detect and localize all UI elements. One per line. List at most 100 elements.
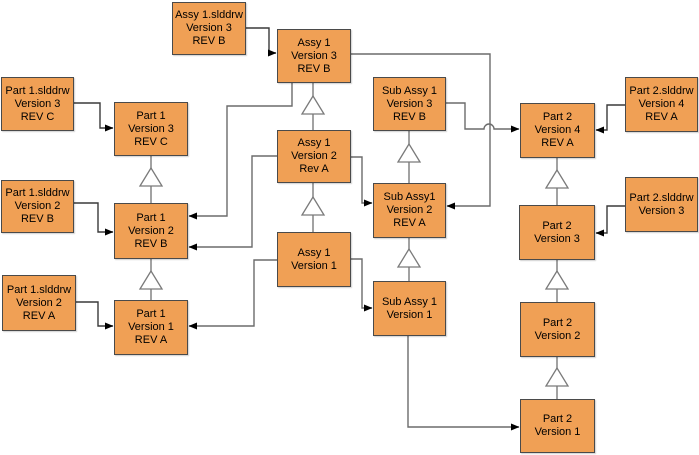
edge-assy1-v3-to-part1-v2 [188,83,293,220]
version-link-part1-v3-v2 [138,156,164,203]
node-part2-v2: Part 2 Version 2 [520,302,595,357]
node-line: Part 1 [136,211,166,224]
node-line: Part 2.slddrw [629,85,694,97]
branch-triangle-icon [396,247,422,268]
node-assy1-drawing-v3: Assy 1.slddrw Version 3 REV B [172,2,246,55]
node-line: Part 1.slddrw [5,187,70,199]
branch-triangle-icon [544,269,570,290]
node-line: REV B [20,213,54,225]
version-link-assy1-v3-v2 [300,83,326,130]
node-assy1-v2: Assy 1 Version 2 Rev A [277,130,351,183]
node-line: Version 2 [534,329,581,342]
version-link-assy1-v2-v1 [300,183,326,232]
node-line: Version 2 [16,296,62,309]
node-line: REV C [20,110,55,123]
edge-part2-drawing-v4-to-part2-v4 [595,104,625,134]
edge-subassy1-v3-to-part2-v4 [446,102,520,133]
node-line: Version 3 [638,204,685,217]
branch-triangle-icon [544,168,570,189]
node-line: Version 2 [291,150,337,162]
node-line: Part 1.slddrw [6,283,72,296]
node-line: REV A [22,309,56,322]
node-line: REV A [541,137,574,149]
node-part1-v1: Part 1 Version 1 REV A [114,300,188,355]
node-line: Part 1 [136,308,166,320]
node-part2-v1: Part 2 Version 1 [520,399,595,453]
node-line: Version 1 [128,321,174,333]
node-assy1-v3: Assy 1 Version 3 REV B [277,29,351,83]
node-line: Assy 1 [297,36,331,49]
node-line: Part 1 [136,109,166,122]
node-line: Part 2 [542,316,573,329]
node-line: Part 2 [542,219,572,232]
node-line: Version 2 [128,224,174,237]
version-link-part2-v3-v2 [544,260,570,302]
node-part2-v3: Part 2 Version 3 [519,205,595,260]
edge-assy1-v2-to-part1-v2 [188,155,277,251]
node-line: Sub Assy 1 [381,84,438,97]
edge-assy1-v1-to-subassy1-v1 [351,258,373,312]
node-line: Part 1.slddrw [5,84,70,97]
node-part1-drawing-v2-revb: Part 1.slddrw Version 2 REV B [1,180,74,233]
branch-triangle-icon [544,366,570,387]
node-line: REV B [134,237,168,250]
branch-triangle-icon [138,166,164,187]
node-line: REV A [393,217,426,229]
node-part2-v4: Part 2 Version 4 REV A [520,103,595,158]
node-line: Version 3 [534,232,580,245]
edge-part1-drawing-v2a-to-part1-v1 [76,301,114,330]
node-line: Version 3 [291,49,337,62]
node-subassy1-v1: Sub Assy 1 Version 1 [373,281,446,336]
node-line: REV B [192,35,226,47]
node-subassy1-v3: Sub Assy 1 Version 3 REV B [373,77,446,131]
node-line: Assy 1.slddrw [175,9,243,21]
node-part1-drawing-v3: Part 1.slddrw Version 3 REV C [1,77,74,131]
node-line: Part 2 [542,413,573,425]
node-line: REV B [392,110,426,123]
edge-part1-drawing-v2b-to-part1-v2 [74,202,114,236]
node-line: Assy 1 [297,137,331,149]
node-part2-drawing-v3: Part 2.slddrw Version 3 [625,177,698,232]
node-line: Version 1 [291,259,337,272]
node-line: REV B [297,62,331,75]
version-link-part2-v4-v3 [544,158,570,205]
node-line: REV A [645,111,678,123]
node-part1-v3: Part 1 Version 3 REV C [114,102,188,156]
node-line: Version 3 [14,97,61,110]
node-part1-drawing-v2-reva: Part 1.slddrw Version 2 REV A [2,275,76,331]
edge-assy1-drawing-v3-to-assy1-v3 [245,27,277,57]
node-assy1-v1: Assy 1 Version 1 [277,232,351,287]
version-link-subassy1-v2-v1 [396,238,422,281]
node-part1-v2: Part 1 Version 2 REV B [114,203,188,259]
branch-triangle-icon [300,195,326,216]
node-line: Version 1 [534,426,581,438]
edge-assy1-v3-to-subassy1-v2 [351,53,491,210]
node-line: Version 4 [534,124,581,136]
version-link-subassy1-v3-v2 [396,131,422,183]
node-line: Assy 1 [297,246,331,259]
node-line: Sub Assy1 [383,191,436,203]
node-line: Version 3 [186,22,232,34]
node-line: Version 2 [386,204,433,216]
node-line: Sub Assy 1 [381,295,438,308]
node-line: Version 4 [638,98,685,110]
node-line: Version 2 [14,200,61,212]
version-link-part1-v2-v1 [138,259,164,300]
version-link-part2-v2-v1 [544,357,570,399]
branch-triangle-icon [138,269,164,290]
node-line: Part 2.slddrw [629,191,694,204]
node-line: Rev A [299,163,329,175]
node-line: REV A [134,334,168,346]
edge-part1-drawing-v3-to-part1-v3 [74,102,114,132]
edge-part2-drawing-v3-to-part2-v3 [595,205,625,237]
branch-triangle-icon [396,142,422,163]
branch-triangle-icon [300,94,326,115]
node-line: Part 2 [542,111,573,123]
node-line: Version 3 [386,97,433,110]
edge-subassy1-v1-to-part2-v1 [407,336,520,431]
node-part2-drawing-v4: Part 2.slddrw Version 4 REV A [625,77,698,132]
edge-assy1-v1-to-part1-v1 [188,259,277,330]
node-line: Version 3 [128,122,174,135]
